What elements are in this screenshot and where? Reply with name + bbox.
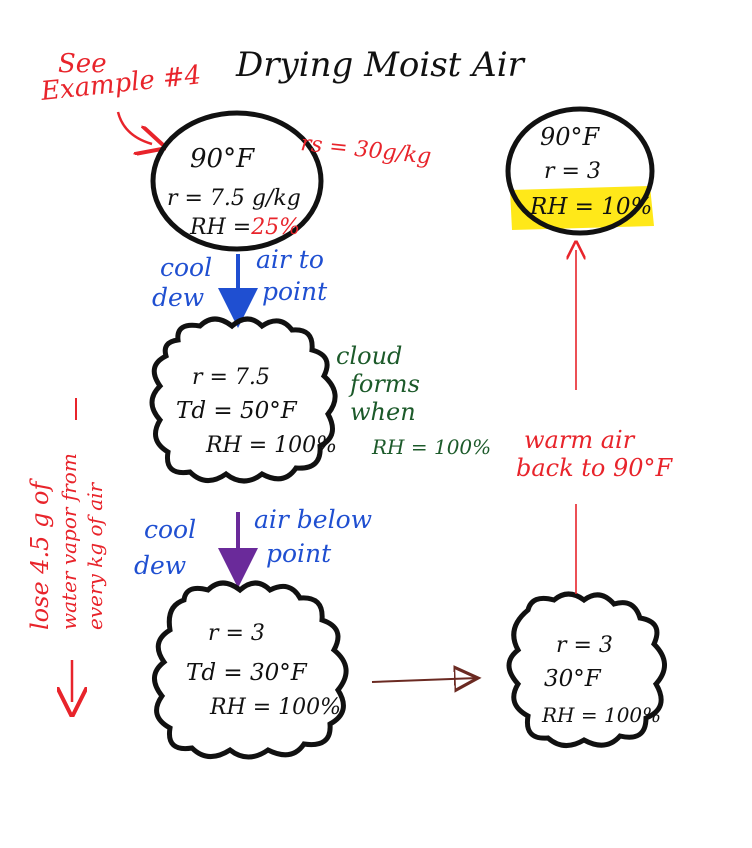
- cloud1-dew-point: Td = 50°F: [176, 398, 298, 424]
- start-parcel-circle: [150, 110, 324, 252]
- start-parcel: 90°F r = 7.5 g/kg RH =25% rs = 30g/kg: [150, 110, 432, 252]
- lose-line-2: water vapor from: [57, 453, 81, 630]
- cloud-forms-note: cloud forms when RH = 100%: [336, 342, 491, 459]
- cloud-note-line-1: cloud: [336, 342, 402, 370]
- step2-right-1: air below: [254, 505, 372, 534]
- lose-water-note: lose 4.5 g of water vapor from every kg …: [26, 398, 107, 702]
- step2-left-2: dew: [134, 551, 186, 580]
- end-mixing-ratio: r = 3: [544, 159, 601, 184]
- start-temp: 90°F: [190, 144, 255, 174]
- end-parcel-circle: [505, 106, 655, 236]
- cloud-note-line-4: RH = 100%: [371, 435, 491, 459]
- step2-left-1: cool: [144, 515, 196, 544]
- cloud2-rh: RH = 100%: [209, 695, 341, 720]
- cloud-note-line-2: forms: [348, 370, 420, 398]
- cloud1-outline: [149, 316, 338, 484]
- cloud2-mixing-ratio: r = 3: [208, 621, 265, 646]
- cloud1-rh: RH = 100%: [205, 433, 337, 458]
- start-rh: RH =25%: [189, 215, 300, 240]
- lose-line-3: every kg of air: [83, 481, 107, 630]
- cloud3-rh: RH = 100%: [541, 703, 661, 727]
- cloud2-dew-point: Td = 30°F: [186, 660, 308, 686]
- cloud-after-rain: r = 3 30°F RH = 100%: [506, 591, 667, 748]
- step1-right-1: air to: [256, 245, 324, 274]
- start-mixing-ratio: r = 7.5 g/kg: [167, 186, 301, 211]
- transfer-arrow: [371, 678, 478, 682]
- end-rh: RH = 10%: [529, 194, 652, 220]
- cloud2-outline: [152, 580, 349, 760]
- step-cool-to-dew-point: cool dew air to point: [152, 245, 328, 328]
- step-warm-air: warm air back to 90°F: [516, 250, 674, 594]
- end-parcel: 90°F r = 3 RH = 10%: [505, 106, 655, 236]
- end-temp: 90°F: [540, 123, 601, 151]
- step1-left-2: dew: [152, 283, 204, 312]
- lose-line-1: lose 4.5 g of: [26, 477, 54, 630]
- cloud3-mixing-ratio: r = 3: [556, 633, 613, 658]
- step-cool-below-dew-point: cool dew air below point: [134, 505, 372, 588]
- step2-right-2: point: [266, 539, 332, 568]
- warm-line-1: warm air: [524, 426, 636, 454]
- diagram-title: Drying Moist Air: [235, 45, 526, 85]
- cloud3-temp: 30°F: [544, 666, 602, 692]
- reference-line-1: See: [58, 49, 107, 79]
- cloud-note-line-3: when: [350, 398, 416, 426]
- cloud-at-dew-point: r = 7.5 Td = 50°F RH = 100%: [149, 316, 338, 484]
- cloud3-outline: [506, 591, 667, 748]
- cloud-below-dew-point: r = 3 Td = 30°F RH = 100%: [152, 580, 349, 760]
- warm-line-2: back to 90°F: [516, 454, 674, 482]
- cloud1-mixing-ratio: r = 7.5: [192, 365, 270, 390]
- step1-right-2: point: [262, 277, 328, 306]
- start-rh-value: 25%: [250, 215, 300, 240]
- start-rh-label: RH =: [189, 215, 251, 240]
- step1-left-1: cool: [160, 253, 212, 282]
- reference-arrow: [116, 111, 152, 144]
- end-rh-highlight: [510, 186, 654, 230]
